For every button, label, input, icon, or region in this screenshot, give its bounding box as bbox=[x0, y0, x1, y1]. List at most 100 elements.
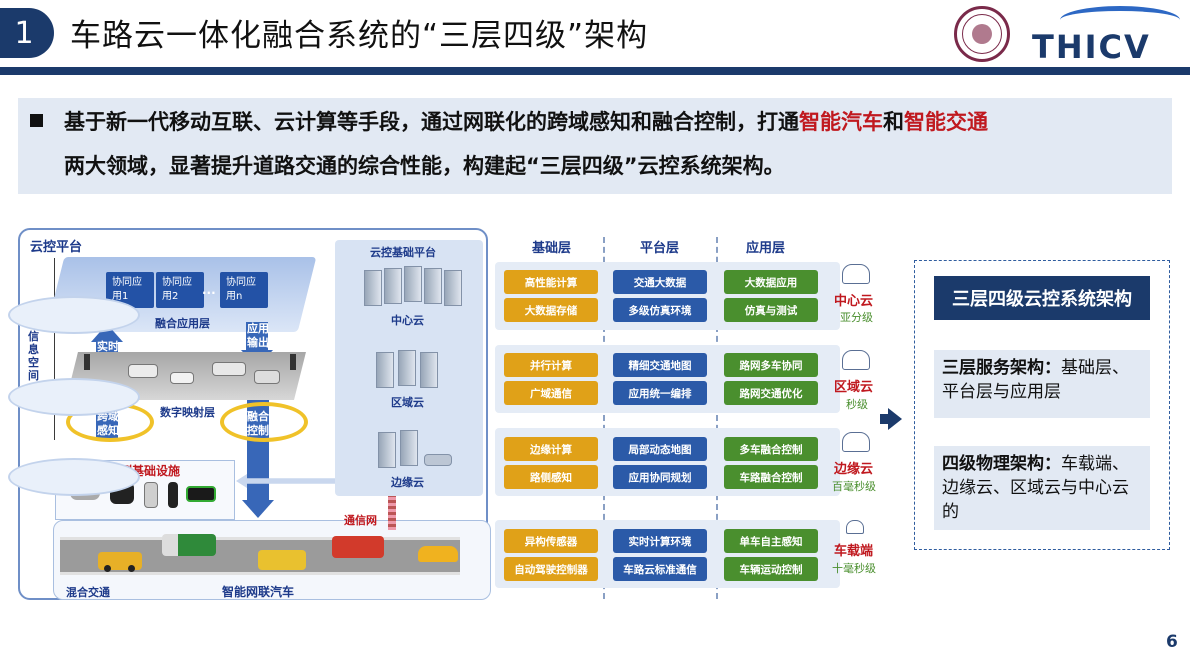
truck-icon bbox=[162, 534, 216, 556]
down-arrow-shaft bbox=[246, 322, 268, 350]
center-cloud-platter bbox=[8, 296, 140, 334]
app-cell: 车辆运动控制 bbox=[724, 557, 818, 581]
summary-box bbox=[914, 260, 1170, 550]
platform-cell: 精细交通地图 bbox=[613, 353, 707, 377]
platform-cell: 应用协同规划 bbox=[613, 465, 707, 489]
platform-cell: 实时计算环境 bbox=[613, 529, 707, 553]
digital-map-layer-label: 数字映射层 bbox=[160, 406, 215, 419]
app-layer-header: 应用层 bbox=[746, 241, 786, 256]
header: 1 车路云一体化融合系统的“三层四级”架构 THICV bbox=[0, 0, 1190, 80]
level-latency: 亚分级 bbox=[840, 311, 873, 324]
comm-network-label: 通信网 bbox=[344, 514, 377, 527]
base-cell: 广域通信 bbox=[504, 381, 598, 405]
info-space-bracket bbox=[54, 258, 55, 440]
cloud-edge-icon bbox=[842, 432, 870, 452]
intro-text: 和 bbox=[883, 110, 904, 134]
column-divider bbox=[716, 237, 718, 599]
region-cloud-platter bbox=[8, 378, 140, 416]
app-box-2: 协同应用2 bbox=[156, 272, 204, 308]
base-platform-label: 云控基础平台 bbox=[370, 246, 436, 259]
base-cell: 并行计算 bbox=[504, 353, 598, 377]
car-icon bbox=[170, 372, 194, 384]
comm-tower-icon bbox=[388, 488, 396, 530]
four-level-label: 四级物理架构： bbox=[942, 454, 1061, 474]
platform-cell: 应用统一编排 bbox=[613, 381, 707, 405]
server-icon bbox=[398, 350, 416, 386]
logo-arc-icon bbox=[1060, 6, 1180, 34]
three-layer-block: 三层服务架构：基础层、平台层与应用层 bbox=[934, 350, 1150, 418]
thicv-logo: THICV bbox=[1020, 4, 1180, 66]
app-cell: 路网多车协同 bbox=[724, 353, 818, 377]
center-cloud-label: 中心云 bbox=[391, 314, 424, 327]
traffic-light-icon bbox=[290, 354, 296, 370]
info-space-label: 信息空间 bbox=[28, 330, 39, 382]
server-icon bbox=[444, 270, 462, 306]
traffic-light-icon bbox=[168, 482, 178, 508]
base-cell: 边缘计算 bbox=[504, 437, 598, 461]
sign-board-icon bbox=[186, 486, 216, 502]
logo-text: THICV bbox=[1032, 28, 1151, 66]
roadside-unit-icon bbox=[144, 482, 158, 508]
down-arrow-icon bbox=[242, 500, 274, 518]
section-number: 1 bbox=[0, 8, 54, 58]
base-cell: 高性能计算 bbox=[504, 270, 598, 294]
level-name: 中心云 bbox=[834, 294, 874, 309]
platform-cell: 车路云标准通信 bbox=[613, 557, 707, 581]
base-cell: 自动驾驶控制器 bbox=[504, 557, 598, 581]
server-icon bbox=[376, 352, 394, 388]
platform-cell: 局部动态地图 bbox=[613, 437, 707, 461]
app-cell: 仿真与测试 bbox=[724, 298, 818, 322]
platform-cell: 交通大数据 bbox=[613, 270, 707, 294]
vehicle-signal-icon bbox=[846, 520, 864, 534]
server-icon bbox=[404, 266, 422, 302]
server-icon bbox=[378, 432, 396, 468]
cloud-network-icon bbox=[842, 350, 870, 370]
intro-highlight: 智能汽车 bbox=[799, 110, 883, 134]
fire-truck-icon bbox=[332, 536, 384, 558]
base-cell: 异构传感器 bbox=[504, 529, 598, 553]
edge-cloud-label: 边缘云 bbox=[391, 476, 424, 489]
page-title: 车路云一体化融合系统的“三层四级”架构 bbox=[70, 18, 649, 54]
level-latency: 百毫秒级 bbox=[832, 480, 876, 493]
header-rule bbox=[0, 67, 1190, 75]
intro-highlight: 智能交通 bbox=[904, 110, 988, 134]
highlight-ellipse bbox=[220, 402, 308, 442]
arrow-shaft bbox=[880, 414, 889, 424]
intro-line-2: 两大领域，显著提升道路交通的综合性能，构建起“三层四级”云控系统架构。 bbox=[64, 154, 785, 178]
app-cell: 车路融合控制 bbox=[724, 465, 818, 489]
region-cloud-label: 区域云 bbox=[391, 396, 424, 409]
car-icon bbox=[98, 552, 142, 572]
app-ellipsis: ··· bbox=[202, 286, 216, 300]
intro-line-1: 基于新一代移动互联、云计算等手段，通过网联化的跨域感知和融合控制，打通智能汽车和… bbox=[64, 106, 988, 136]
platform-cell: 多级仿真环境 bbox=[613, 298, 707, 322]
level-name: 区域云 bbox=[834, 380, 874, 395]
server-icon bbox=[400, 430, 418, 466]
car-icon bbox=[128, 364, 158, 378]
university-seal-icon bbox=[954, 6, 1010, 62]
app-cell: 大数据应用 bbox=[724, 270, 818, 294]
app-output-label: 应用输出 bbox=[247, 322, 269, 349]
base-cell: 路侧感知 bbox=[504, 465, 598, 489]
bullet-icon bbox=[30, 114, 43, 127]
truck-icon bbox=[212, 362, 246, 376]
server-icon bbox=[424, 268, 442, 304]
level-latency: 秒级 bbox=[846, 398, 868, 411]
server-icon bbox=[384, 268, 402, 304]
cloud-server-icon bbox=[842, 264, 870, 284]
app-box-n: 协同应用n bbox=[220, 272, 268, 308]
car-icon bbox=[418, 546, 458, 562]
server-icon bbox=[364, 270, 382, 306]
three-layer-text: 基础层、平台层与应用层 bbox=[942, 358, 1129, 402]
level-name: 边缘云 bbox=[834, 462, 874, 477]
mixed-traffic-label: 混合交通 bbox=[66, 586, 110, 599]
column-divider bbox=[603, 237, 605, 599]
bus-icon bbox=[258, 550, 306, 570]
three-layer-label: 三层服务架构： bbox=[942, 358, 1061, 378]
level-latency: 十毫秒级 bbox=[832, 562, 876, 575]
intro-box: 基于新一代移动互联、云计算等手段，通过网联化的跨域感知和融合控制，打通智能汽车和… bbox=[18, 98, 1172, 194]
app-cell: 多车融合控制 bbox=[724, 437, 818, 461]
four-level-block: 四级物理架构：车载端、边缘云、区域云与中心云的 bbox=[934, 446, 1150, 530]
level-name: 车载端 bbox=[834, 544, 874, 559]
four-level-text: 车载端、边缘云、区域云与中心云的 bbox=[942, 454, 1129, 522]
